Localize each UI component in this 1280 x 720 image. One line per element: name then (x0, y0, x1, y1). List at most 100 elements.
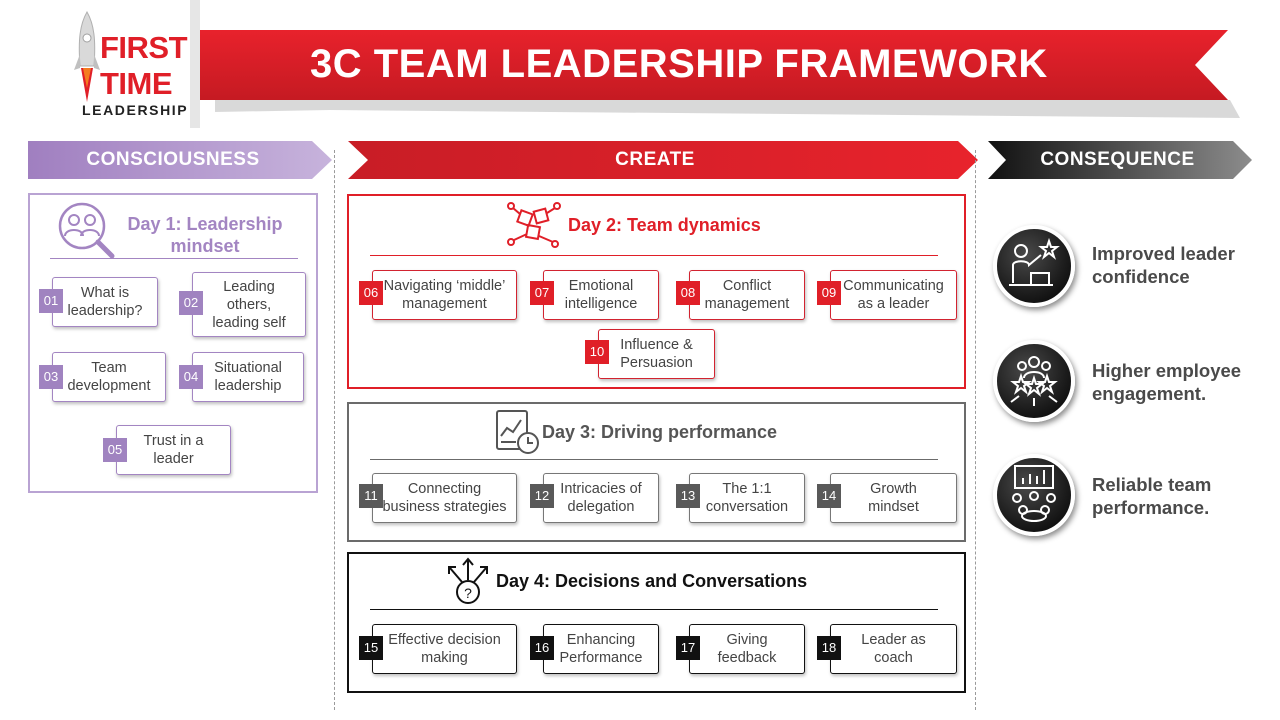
topic-number: 07 (530, 281, 554, 305)
topic-number: 01 (39, 289, 63, 313)
topic-number: 16 (530, 636, 554, 660)
topic-14[interactable]: Growth mindset (830, 473, 957, 523)
topic-line: Connecting (407, 481, 482, 497)
topic-line: leader (153, 451, 194, 467)
topic-line: Growth (870, 481, 917, 497)
topic-01[interactable]: What is leadership? (52, 277, 158, 327)
topic-line: Effective decision (388, 632, 501, 648)
consequence-line: confidence (1092, 266, 1190, 287)
topic-number: 18 (817, 636, 841, 660)
day1-title-line1: Day 1: Leadership (127, 214, 283, 234)
title-banner (58, 0, 1240, 128)
topic-line: development (67, 378, 151, 394)
topic-line: Leader as (861, 632, 926, 648)
topic-line: management (704, 296, 790, 312)
consequence-icon-3 (993, 454, 1075, 536)
topic-line: leadership (214, 378, 282, 394)
day1-title: Day 1: Leadership mindset (120, 213, 290, 257)
team-performance-icon (1012, 465, 1056, 522)
day4-title: Day 4: Decisions and Conversations (496, 571, 808, 591)
topic-line: making (421, 650, 468, 666)
day1-divider (50, 258, 298, 259)
logo-time: TIME (100, 66, 173, 101)
topic-number: 03 (39, 365, 63, 389)
topic-line: as a leader (857, 296, 930, 312)
topic-15[interactable]: Effective decision making (372, 624, 517, 674)
topic-13[interactable]: The 1:1 conversation (689, 473, 805, 523)
topic-line: Enhancing (566, 632, 636, 648)
consequence-line: Higher employee (1092, 360, 1242, 381)
topic-line: Intricacies of (560, 481, 642, 497)
topic-line: mindset (868, 499, 919, 515)
topic-line: Navigating ‘middle’ (383, 278, 506, 294)
topic-line: Communicating (843, 278, 944, 294)
logo-first: FIRST (100, 30, 188, 65)
topic-number: 09 (817, 281, 841, 305)
topic-number: 02 (179, 291, 203, 315)
column-headers: CONSCIOUSNESS CREATE CONSEQUENCE (0, 140, 1280, 180)
topic-number: 12 (530, 484, 554, 508)
column-consciousness: CONSCIOUSNESS (86, 149, 260, 170)
separator-left (334, 150, 335, 710)
topic-line: Conflict (722, 278, 772, 294)
day3-divider (370, 459, 938, 460)
logo-leadership: LEADERSHIP (82, 102, 189, 118)
topic-line: others, (226, 296, 272, 313)
puzzle-team-icon (507, 202, 561, 248)
topic-line: Performance (559, 650, 643, 666)
consequence-line: Improved leader (1092, 243, 1235, 264)
topic-18[interactable]: Leader as coach (830, 624, 957, 674)
topic-06[interactable]: Navigating ‘middle’ management (372, 270, 517, 320)
topic-04[interactable]: Situational leadership (192, 352, 304, 402)
engaged-team-stars-icon (1010, 356, 1058, 406)
consequence-text-1: Improved leader confidence (1092, 242, 1235, 288)
topic-line: Emotional (568, 278, 634, 294)
topic-number: 10 (585, 340, 609, 364)
topic-line: leadership? (67, 303, 143, 319)
topic-line: Persuasion (620, 355, 693, 371)
consequence-icon-2 (993, 340, 1075, 422)
topic-line: Situational (214, 360, 282, 376)
topic-line: leading self (212, 314, 286, 331)
topic-line: What is (80, 285, 130, 301)
topic-number: 14 (817, 484, 841, 508)
column-create: CREATE (615, 149, 695, 170)
decision-arrows-icon: ? (448, 557, 488, 604)
day1-title-line2: mindset (170, 236, 240, 256)
topic-10[interactable]: Influence &Persuasion (598, 329, 715, 379)
topic-17[interactable]: Giving feedback (689, 624, 805, 674)
topic-08[interactable]: Conflict management (689, 270, 805, 320)
topic-number: 13 (676, 484, 700, 508)
topic-number: 05 (103, 438, 127, 462)
topic-line: delegation (567, 499, 635, 515)
rocket-icon (74, 11, 100, 102)
topic-number: 15 (359, 636, 383, 660)
topic-line: Giving (726, 632, 768, 648)
first-time-leadership-logo: FIRST TIME LEADERSHIP (60, 4, 190, 122)
consequence-line: performance. (1092, 497, 1210, 518)
topic-09[interactable]: Communicating as a leader (830, 270, 957, 320)
performance-chart-icon (496, 410, 539, 454)
topic-number: 17 (676, 636, 700, 660)
topic-line: management (402, 296, 487, 312)
topic-line: Leading (223, 278, 275, 295)
topic-line: coach (874, 650, 913, 666)
topic-line: conversation (705, 499, 789, 515)
topic-number: 06 (359, 281, 383, 305)
day2-divider (370, 255, 938, 256)
day4-divider (370, 609, 938, 610)
consequence-line: Reliable team (1092, 474, 1212, 495)
topic-line: feedback (717, 650, 777, 666)
svg-text:?: ? (464, 585, 472, 601)
consequence-line: engagement. (1092, 383, 1207, 404)
topic-12[interactable]: Intricacies of delegation (543, 473, 659, 523)
topic-line: The 1:1 (722, 481, 772, 497)
separator-right (975, 150, 976, 710)
column-header-arrows (28, 141, 1252, 179)
